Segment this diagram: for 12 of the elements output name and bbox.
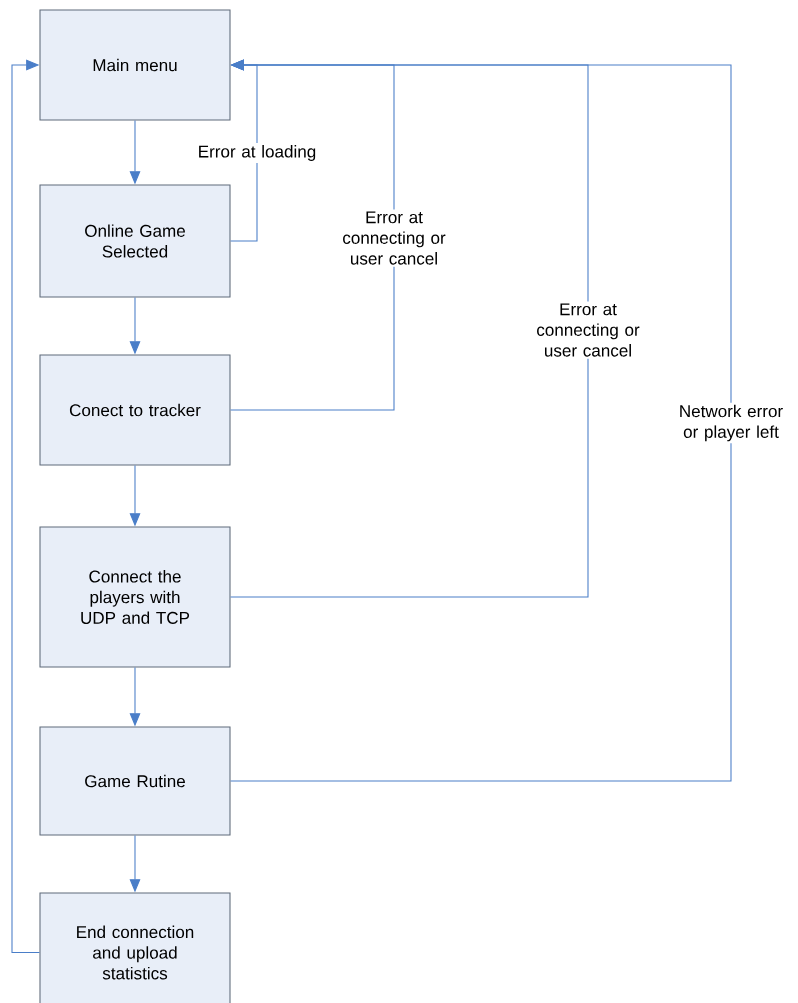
process-box: Online Game Selected: [39, 184, 231, 298]
edge-label: Network error or player left: [680, 404, 783, 442]
edge-label: Error at connecting or user cancel: [537, 303, 640, 357]
arrow: [11, 59, 40, 954]
process-box: Conect to tracker: [39, 354, 231, 466]
process-box: Main menu: [39, 9, 231, 121]
process-box: End connection and upload statistics: [39, 892, 231, 1003]
process-box: Game Rutine: [39, 726, 231, 836]
process-box: Connect the players with UDP and TCP: [39, 526, 231, 668]
arrow: [230, 59, 732, 782]
edge-label: Error at loading: [199, 145, 316, 161]
edge-label: Error at connecting or user cancel: [343, 211, 446, 265]
